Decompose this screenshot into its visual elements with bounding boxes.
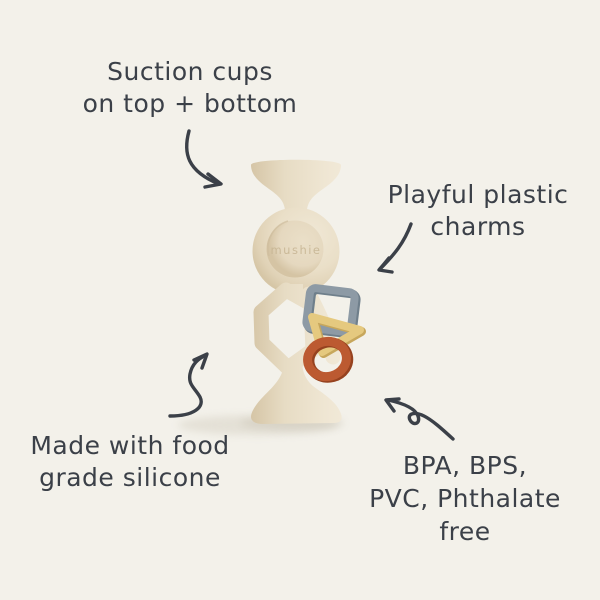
annotation-line: BPA, BPS, (402, 451, 528, 480)
annotation-line: Made with food (30, 431, 230, 460)
annotation-suction-cups: Suction cups on top + bottom (83, 56, 298, 120)
annotation-charms: Playful plastic charms (388, 179, 569, 243)
toy-logo: mushie (270, 243, 321, 257)
arrow-bpa-free (384, 397, 455, 441)
annotation-line: PVC, Phthalate (369, 484, 561, 513)
bottom-suction-cup (251, 360, 342, 424)
suction-toy: mushie (251, 159, 366, 424)
square-charm (302, 284, 361, 338)
ring-charm (303, 336, 354, 383)
arrow-charms (377, 222, 413, 274)
annotation-arrows (168, 129, 455, 441)
annotation-line: on top + bottom (82, 89, 298, 118)
arrow-silicone (168, 352, 209, 418)
center-disc-inset (266, 220, 324, 278)
annotation-line: charms (430, 212, 526, 241)
annotation-line: Suction cups (107, 57, 273, 86)
disc-inset-shade (267, 220, 289, 257)
arrow-suction-cups (184, 129, 223, 189)
top-suction-cup (251, 159, 341, 210)
annotation-line: free (439, 517, 491, 546)
annotation-bpa-free: BPA, BPS, PVC, Phthalate free (369, 449, 561, 548)
annotation-line: grade silicone (39, 463, 221, 492)
annotation-line: Playful plastic (387, 180, 569, 209)
annotation-silicone: Made with food grade silicone (30, 430, 229, 494)
